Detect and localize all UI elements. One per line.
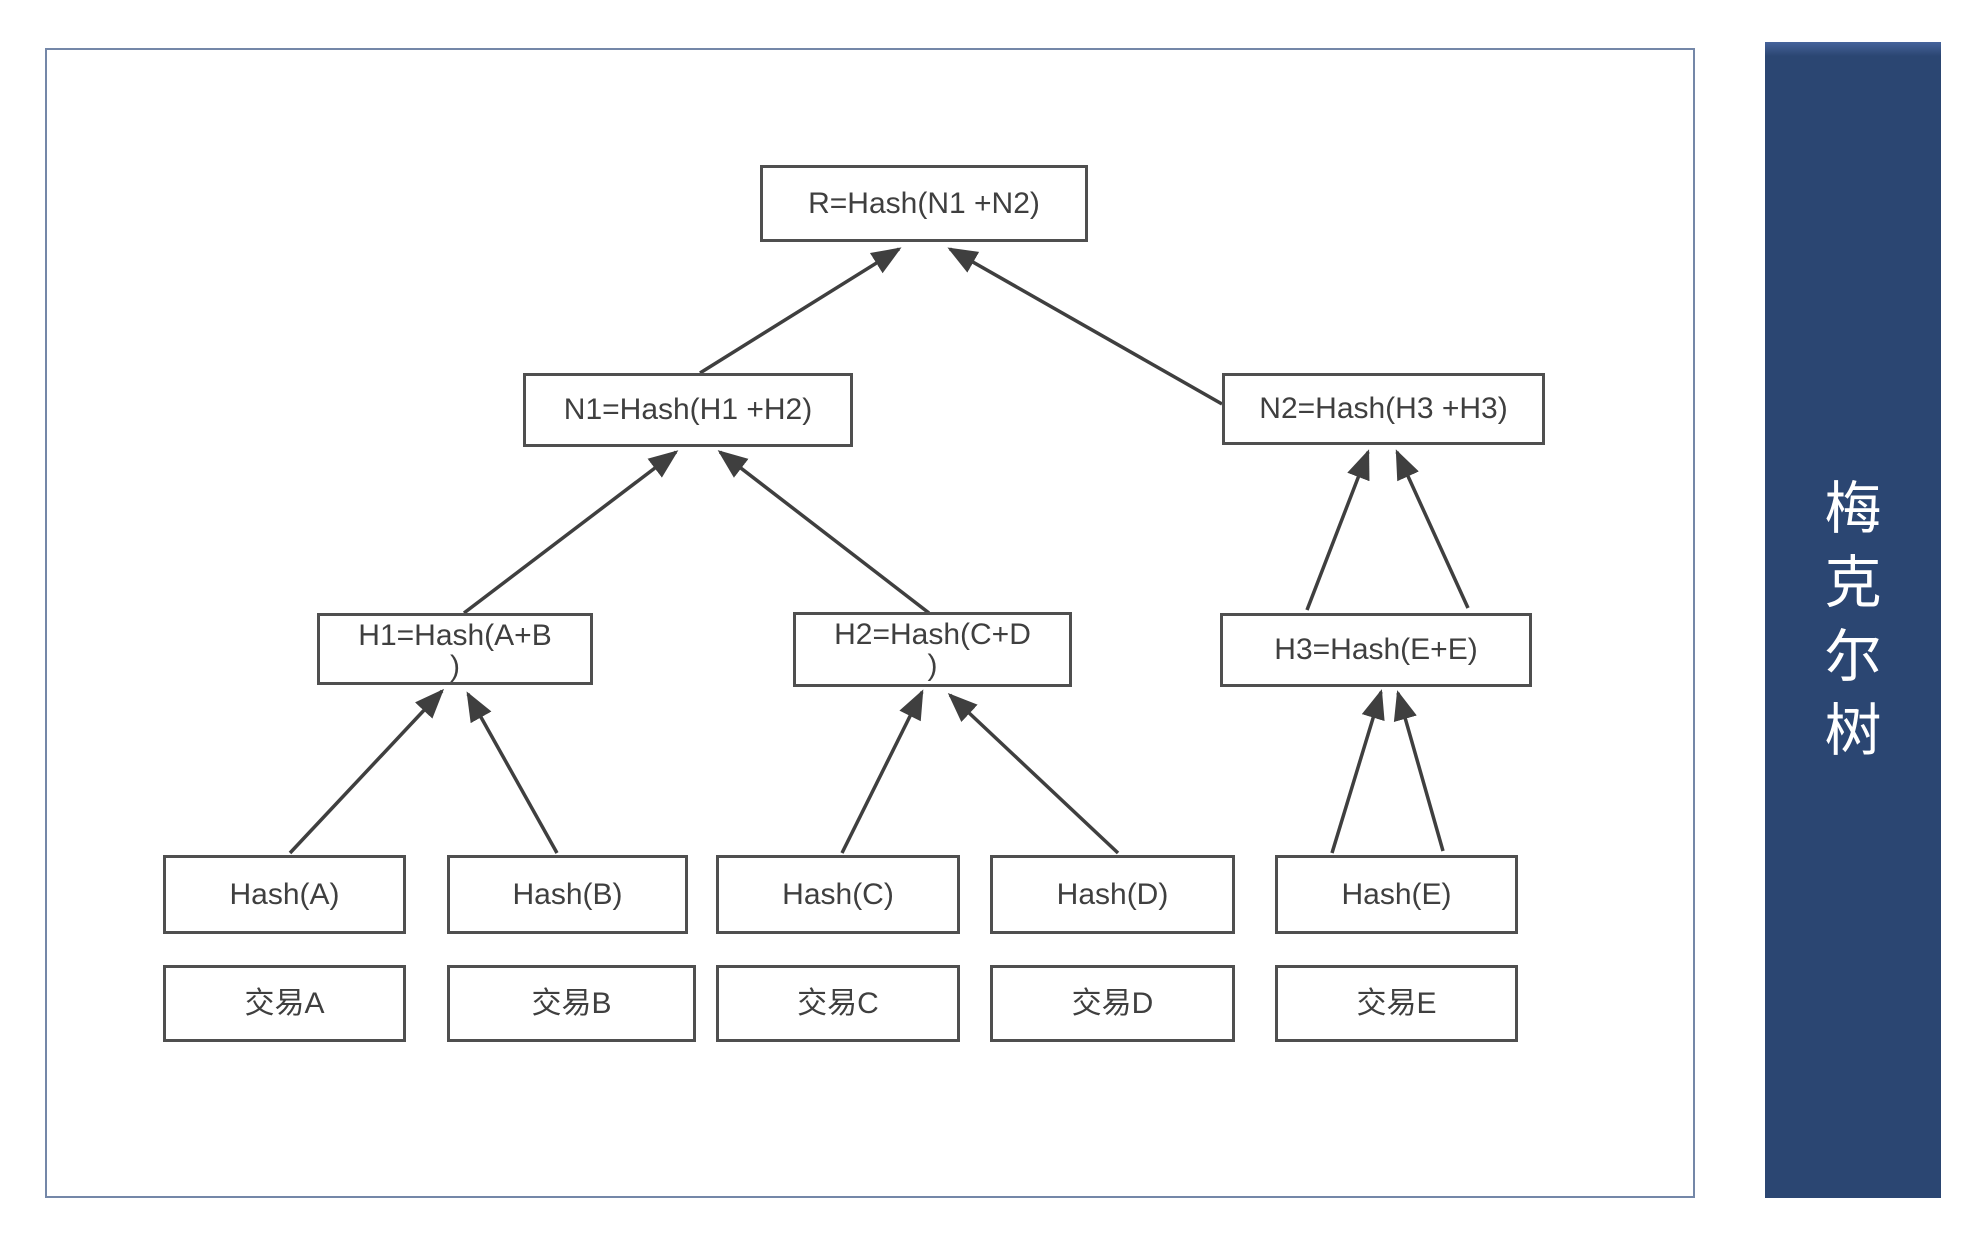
node-h2-line1: H2=Hash(C+D xyxy=(834,618,1031,651)
node-n2: N2=Hash(H3 +H3) xyxy=(1222,373,1545,445)
sidebar-title-bar: 梅 克 尔 树 xyxy=(1765,42,1941,1198)
node-h2: H2=Hash(C+D ) xyxy=(793,612,1072,687)
sidebar-title-char-3: 尔 xyxy=(1824,624,1882,689)
node-h1: H1=Hash(A+B ) xyxy=(317,613,593,685)
node-transaction-e: 交易E xyxy=(1275,965,1518,1042)
node-hash-e: Hash(E) xyxy=(1275,855,1518,934)
node-hash-b: Hash(B) xyxy=(447,855,688,934)
node-hash-a: Hash(A) xyxy=(163,855,406,934)
sidebar-title-char-2: 克 xyxy=(1824,550,1882,615)
node-n1: N1=Hash(H1 +H2) xyxy=(523,373,853,447)
sidebar-title-char-4: 树 xyxy=(1824,698,1882,763)
node-h3: H3=Hash(E+E) xyxy=(1220,613,1532,687)
node-h1-line2: ) xyxy=(450,650,460,683)
node-h1-line1: H1=Hash(A+B xyxy=(358,619,552,652)
node-hash-d: Hash(D) xyxy=(990,855,1235,934)
node-h2-line2: ) xyxy=(927,649,938,682)
sidebar-title-char-1: 梅 xyxy=(1824,476,1882,541)
node-transaction-c: 交易C xyxy=(716,965,960,1042)
node-hash-c: Hash(C) xyxy=(716,855,960,934)
node-transaction-b: 交易B xyxy=(447,965,696,1042)
node-transaction-d: 交易D xyxy=(990,965,1235,1042)
node-transaction-a: 交易A xyxy=(163,965,406,1042)
node-root-hash: R=Hash(N1 +N2) xyxy=(760,165,1088,242)
